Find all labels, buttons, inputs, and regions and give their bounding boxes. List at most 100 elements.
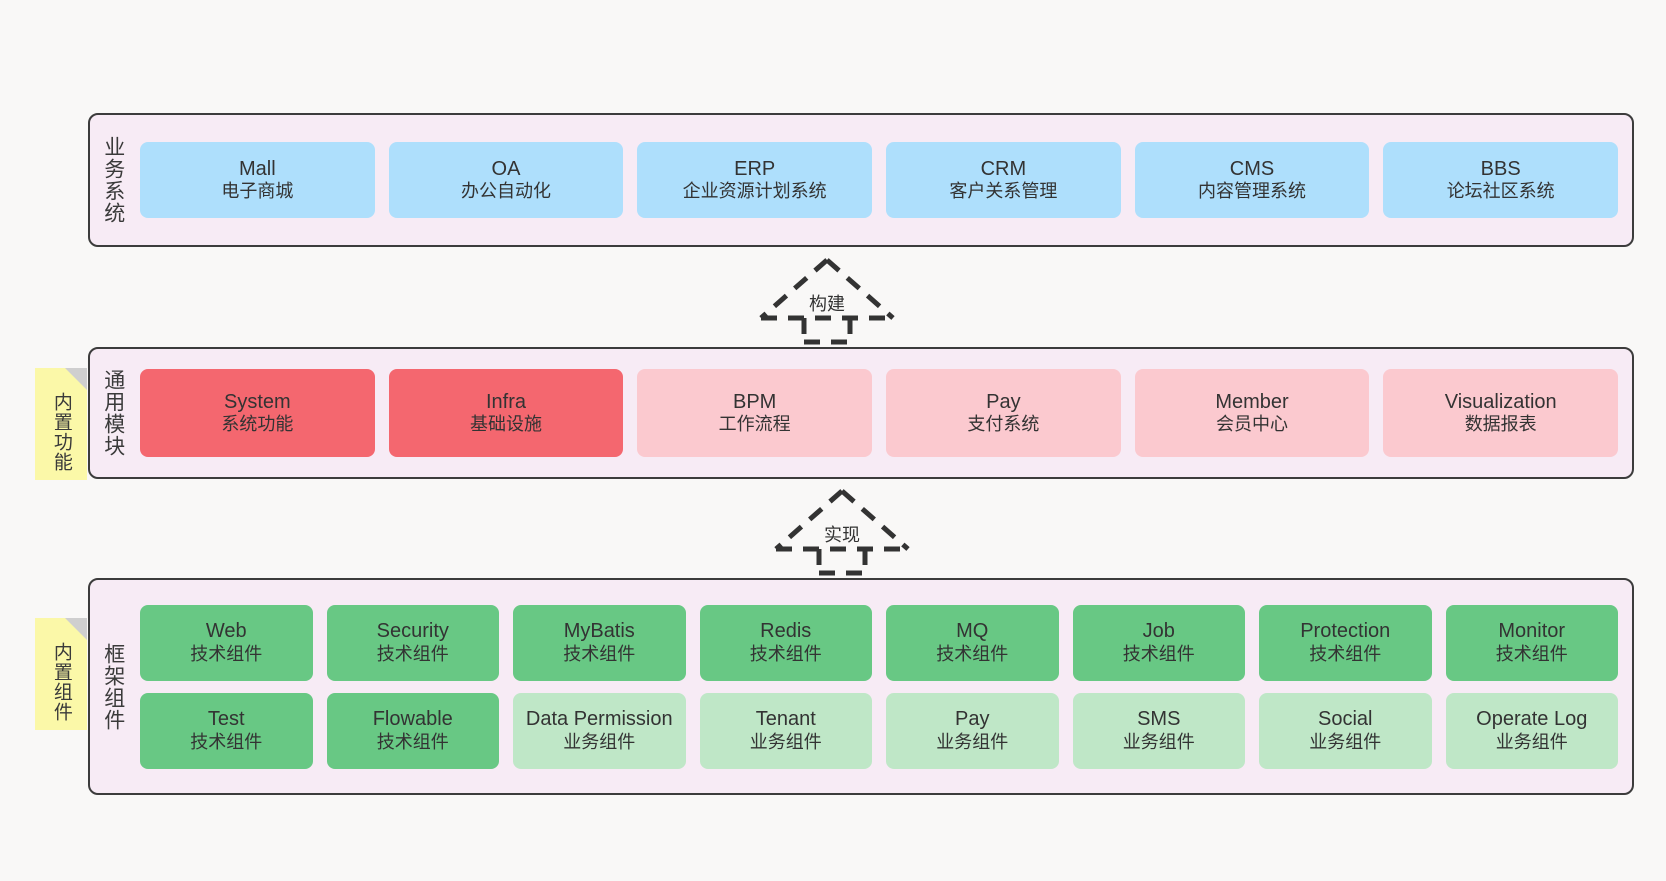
card-title-en: Member [1215,390,1289,413]
card-title-cn: 业务组件 [936,731,1009,752]
card-visualization[interactable]: Visualization 数据报表 [1383,369,1619,457]
card-title-en: Security [376,620,449,643]
card-test[interactable]: Test 技术组件 [140,692,313,769]
card-bbs[interactable]: BBS 论坛社区系统 [1383,142,1619,218]
card-title-en: CRM [980,157,1027,180]
card-monitor[interactable]: Monitor 技术组件 [1445,604,1618,681]
card-title-en: Job [1142,620,1175,643]
card-title-en: MyBatis [563,620,635,643]
layer-business-systems: 业务系统 Mall 电子商城 OA 办公自动化 ERP 企业资源计划系统 CRM… [88,113,1634,247]
card-title-en: System [223,390,291,413]
layer-common-modules: 通用模块 System 系统功能 Infra 基础设施 BPM 工作流程 Pay… [88,347,1634,479]
card-oa[interactable]: OA 办公自动化 [388,142,624,218]
card-title-cn: 会员中心 [1216,414,1289,435]
card-title-cn: 基础设施 [470,414,542,435]
note-text: 内置组件 [50,642,72,722]
card-system[interactable]: System 系统功能 [140,369,375,457]
card-title-en: Social [1318,708,1373,731]
card-title-en: Monitor [1498,620,1566,643]
card-title-cn: 业务组件 [1309,731,1382,752]
card-title-en: Flowable [372,708,453,731]
card-title-en: Tenant [755,708,816,731]
card-title-cn: 客户关系管理 [949,181,1058,202]
card-title-cn: 支付系统 [967,414,1040,435]
card-pay-business[interactable]: Pay 业务组件 [886,692,1059,769]
card-security[interactable]: Security 技术组件 [326,604,499,681]
card-title-en: SMS [1137,708,1181,731]
note-text: 内置功能 [50,392,72,472]
card-title-cn: 技术组件 [749,643,822,664]
card-social[interactable]: Social 业务组件 [1259,692,1432,769]
card-title-en: Mall [239,157,276,180]
card-title-en: Infra [485,390,527,413]
arrow-head-left-edge [759,258,829,320]
arrow-label-implement: 实现 [824,525,860,545]
card-infra[interactable]: Infra 基础设施 [388,369,624,457]
card-title-cn: 技术组件 [563,643,636,664]
arrow-head-right-edge [840,489,910,551]
layer-body-business-systems: Mall 电子商城 OA 办公自动化 ERP 企业资源计划系统 CRM 客户关系… [136,115,1632,245]
card-row: System 系统功能 Infra 基础设施 BPM 工作流程 Pay 支付系统… [140,369,1619,457]
card-erp[interactable]: ERP 企业资源计划系统 [637,142,873,218]
arrow-build: 构建 [757,258,897,345]
card-cms[interactable]: CMS 内容管理系统 [1134,142,1370,218]
card-job[interactable]: Job 技术组件 [1072,604,1245,681]
card-title-cn: 业务组件 [563,731,636,752]
arrow-label-build: 构建 [809,294,845,314]
card-title-en: CMS [1229,157,1275,180]
card-sms[interactable]: SMS 业务组件 [1072,692,1245,769]
card-mall[interactable]: Mall 电子商城 [140,142,375,218]
card-title-en: Redis [760,620,812,643]
card-title-en: BBS [1480,157,1521,180]
card-title-cn: 技术组件 [376,643,449,664]
layer-label-framework-components: 框架组件 [101,642,125,731]
card-flowable[interactable]: Flowable 技术组件 [326,692,499,769]
card-title-cn: 系统功能 [221,414,294,435]
card-title-en: Web [205,620,247,643]
card-title-cn: 办公自动化 [461,181,551,202]
note-fold-corner-icon [65,368,87,390]
card-title-cn: 技术组件 [1309,643,1382,664]
card-operate-log[interactable]: Operate Log 业务组件 [1445,692,1618,769]
card-title-en: Data Permission [525,708,673,731]
card-title-cn: 业务组件 [1495,731,1568,752]
card-title-cn: 技术组件 [936,643,1009,664]
layer-label-common-modules: 通用模块 [101,369,125,457]
card-title-en: MQ [956,620,989,643]
layer-body-common-modules: System 系统功能 Infra 基础设施 BPM 工作流程 Pay 支付系统… [136,349,1632,477]
arrow-head-left-edge [774,489,844,551]
card-title-cn: 技术组件 [1122,643,1195,664]
card-title-en: Pay [955,708,990,731]
card-title-cn: 业务组件 [749,731,822,752]
arrow-implement: 实现 [772,489,912,576]
layer-framework-components: 框架组件 Web 技术组件 Security 技术组件 MyBatis 技术组件… [88,578,1634,795]
card-title-en: Pay [986,390,1021,413]
card-title-cn: 技术组件 [190,731,263,752]
note-builtin-functions: 内置功能 [35,368,87,480]
card-title-en: BPM [733,390,777,413]
card-mybatis[interactable]: MyBatis 技术组件 [513,604,686,681]
card-title-en: ERP [734,157,776,180]
card-crm[interactable]: CRM 客户关系管理 [886,142,1121,218]
card-pay[interactable]: Pay 支付系统 [886,369,1121,457]
card-row: Web 技术组件 Security 技术组件 MyBatis 技术组件 Redi… [140,604,1618,681]
card-title-en: OA [491,157,521,180]
card-title-en: Protection [1300,620,1391,643]
card-bpm[interactable]: BPM 工作流程 [637,369,873,457]
layer-label-business-systems: 业务系统 [101,136,125,224]
card-data-permission[interactable]: Data Permission 业务组件 [513,692,686,769]
card-title-cn: 技术组件 [1495,643,1568,664]
card-title-en: Operate Log [1476,708,1588,731]
card-redis[interactable]: Redis 技术组件 [699,604,872,681]
card-mq[interactable]: MQ 技术组件 [886,604,1059,681]
card-title-cn: 论坛社区系统 [1446,181,1555,202]
card-web[interactable]: Web 技术组件 [140,604,313,681]
note-builtin-components: 内置组件 [35,618,87,730]
card-protection[interactable]: Protection 技术组件 [1259,604,1432,681]
card-member[interactable]: Member 会员中心 [1134,369,1370,457]
card-title-cn: 内容管理系统 [1198,181,1307,202]
card-tenant[interactable]: Tenant 业务组件 [699,692,872,769]
arrow-head-right-edge [825,258,895,320]
card-row: Mall 电子商城 OA 办公自动化 ERP 企业资源计划系统 CRM 客户关系… [140,142,1619,218]
card-title-cn: 数据报表 [1464,414,1537,435]
